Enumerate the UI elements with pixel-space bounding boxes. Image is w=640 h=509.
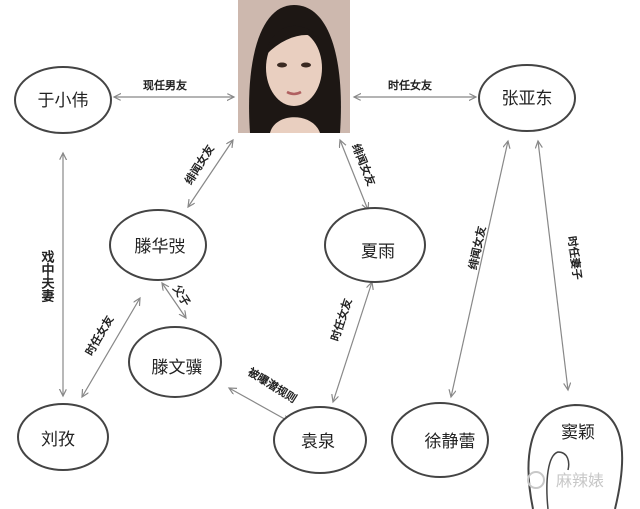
node-liu-zi bbox=[17, 403, 109, 471]
edge-label-then-girlfriend: 时任女友 bbox=[388, 78, 432, 92]
watermark: 麻辣婊 bbox=[527, 471, 604, 490]
node-xu-jinglei bbox=[391, 402, 489, 478]
edge-zhang-xu bbox=[451, 141, 508, 397]
edge-label-father-son: 父子 bbox=[170, 282, 193, 308]
node-label-yu-xiaowei: 于小伟 bbox=[38, 91, 89, 111]
node-label-dou-ying: 窦颖 bbox=[561, 423, 595, 443]
edge-zhang-dou bbox=[538, 141, 568, 390]
node-dou-ying bbox=[527, 403, 624, 509]
node-label-xu-jinglei: 徐静蕾 bbox=[425, 432, 476, 452]
edge-label-rumored-teng: 绯闻女友 bbox=[182, 142, 217, 187]
edge-label-then-wife: 时任妻子 bbox=[565, 235, 585, 281]
edge-tengwenji-yuan bbox=[229, 388, 290, 422]
edge-label-then-gf-liu: 时任女友 bbox=[82, 313, 116, 358]
node-zhang-yadong bbox=[478, 64, 576, 132]
edge-teng-tengwenji bbox=[162, 283, 186, 318]
node-yuan-quan bbox=[273, 406, 367, 474]
center-portrait-photo bbox=[238, 0, 350, 133]
node-teng-huatao bbox=[109, 209, 207, 281]
edge-label-rumored-xu: 绯闻女友 bbox=[466, 225, 489, 271]
node-label-xia-yu: 夏雨 bbox=[361, 242, 395, 262]
node-label-teng-wenji: 滕文骥 bbox=[152, 358, 203, 378]
edge-center-xia bbox=[340, 140, 368, 210]
edge-label-current-boyfriend: 现任男友 bbox=[143, 78, 187, 92]
node-yu-xiaowei bbox=[14, 66, 112, 134]
node-label-zhang-yadong: 张亚东 bbox=[502, 89, 553, 109]
node-label-liu-zi: 刘孜 bbox=[41, 430, 75, 450]
edge-center-teng bbox=[188, 140, 233, 207]
node-xia-yu bbox=[324, 207, 426, 283]
edge-liu-teng bbox=[82, 298, 140, 397]
edge-label-then-gf-yuan: 时任女友 bbox=[328, 297, 355, 343]
node-teng-wenji bbox=[128, 326, 222, 398]
wechat-icon bbox=[527, 471, 545, 489]
svg-text:戏中夫妻: 戏中夫妻 bbox=[39, 249, 56, 303]
edge-label-rumored-xia: 绯闻女友 bbox=[349, 142, 378, 188]
edge-xia-yuan bbox=[333, 282, 372, 402]
node-label-yuan-quan: 袁泉 bbox=[301, 432, 335, 452]
edge-label-on-screen-couple: 戏中夫妻 bbox=[39, 249, 56, 303]
node-label-teng-huatao: 滕华弢 bbox=[135, 237, 186, 257]
watermark-text: 麻辣婊 bbox=[556, 471, 604, 490]
edge-label-casting-couch: 被曝潜规则 bbox=[245, 365, 299, 406]
